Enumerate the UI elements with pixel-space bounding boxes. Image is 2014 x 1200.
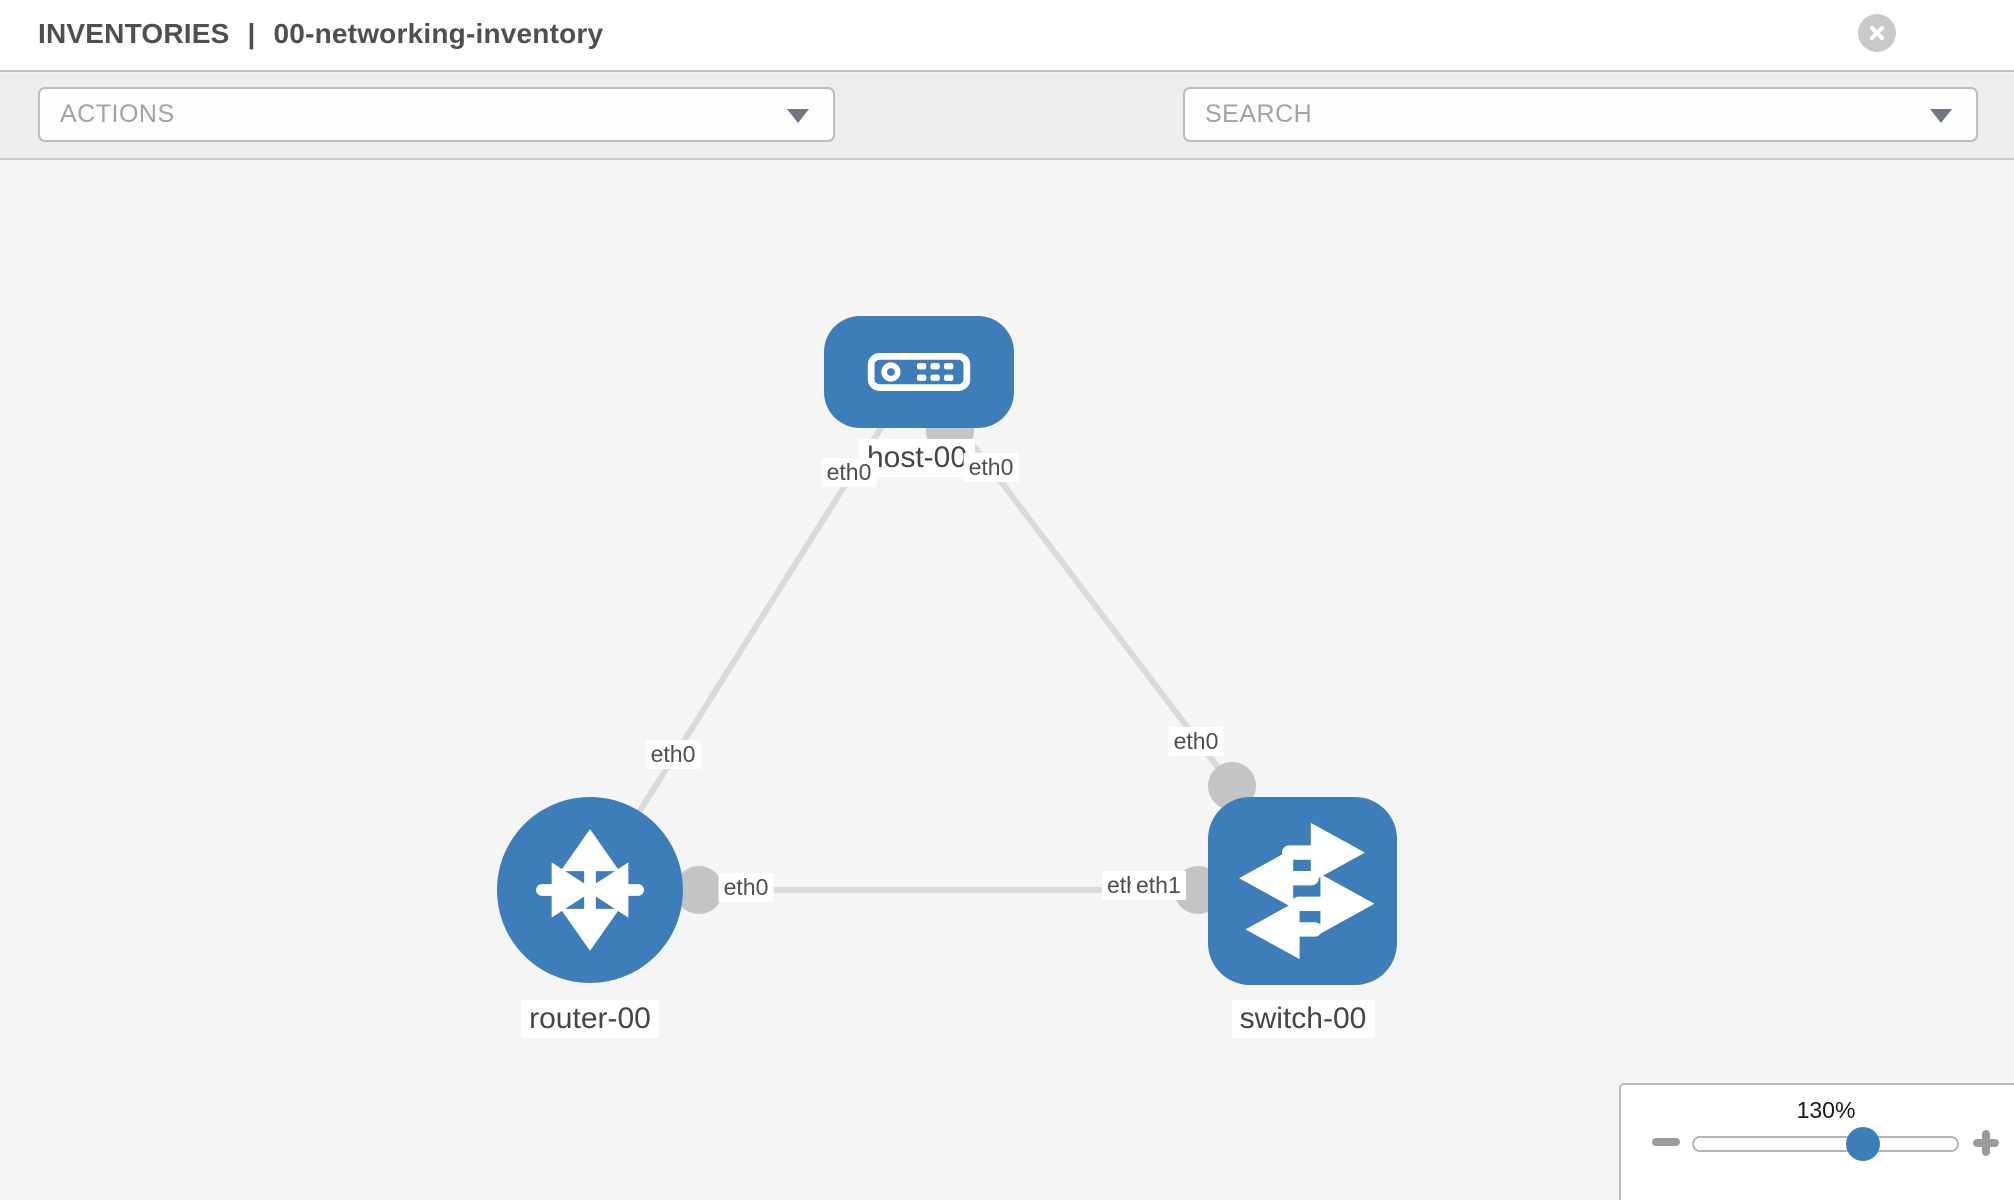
- interface-label-switch-eth0-uplink: eth0: [1168, 727, 1224, 756]
- interface-label-switch-eth1: eth1: [1131, 871, 1186, 900]
- page-title-section: INVENTORIES: [38, 18, 230, 49]
- node-router-00[interactable]: [497, 797, 683, 983]
- interface-label-host-eth0-right: eth0: [963, 453, 1019, 482]
- zoom-slider-handle[interactable]: [1846, 1127, 1880, 1161]
- close-icon: [1867, 23, 1887, 43]
- page-title-inventory-name: 00-networking-inventory: [273, 18, 604, 49]
- topology-canvas[interactable]: host-00 router-00 switch-00 eth0 eth0 et…: [0, 160, 2014, 1200]
- zoom-slider-track[interactable]: [1692, 1136, 1959, 1152]
- node-label-router-00: router-00: [521, 1000, 659, 1038]
- page-title-separator: |: [247, 18, 256, 49]
- page-title: INVENTORIES | 00-networking-inventory: [38, 18, 603, 50]
- topology-toolbar: ACTIONS SEARCH: [0, 74, 2014, 201]
- interface-label-host-eth0-left: eth0: [821, 458, 877, 487]
- zoom-in-button plus-icon[interactable]: [1973, 1130, 1999, 1156]
- node-label-switch-00: switch-00: [1231, 1000, 1375, 1038]
- zoom-control-panel: 130%: [1619, 1083, 2014, 1200]
- close-button[interactable]: [1858, 14, 1896, 52]
- chevron-down-icon: [1930, 108, 1952, 123]
- zoom-out-button minus-icon[interactable]: [1652, 1138, 1680, 1146]
- actions-dropdown-label: ACTIONS: [60, 100, 175, 128]
- search-dropdown[interactable]: SEARCH: [1183, 87, 1978, 142]
- topology-links: [587, 369, 1302, 914]
- chevron-down-icon: [787, 108, 809, 123]
- actions-dropdown[interactable]: ACTIONS: [38, 87, 835, 142]
- node-switch-00[interactable]: [1208, 797, 1397, 985]
- node-host-00[interactable]: [824, 316, 1014, 428]
- interface-connector-router[interactable]: [675, 866, 723, 914]
- node-label-host-00: host-00: [858, 439, 976, 477]
- window-header: INVENTORIES | 00-networking-inventory: [0, 0, 2014, 72]
- interface-label-router-eth0-uplink: eth0: [645, 740, 701, 769]
- zoom-level-value: 130%: [1796, 1097, 1856, 1123]
- interface-label-router-eth0: eth0: [718, 873, 774, 902]
- search-dropdown-label: SEARCH: [1205, 100, 1313, 128]
